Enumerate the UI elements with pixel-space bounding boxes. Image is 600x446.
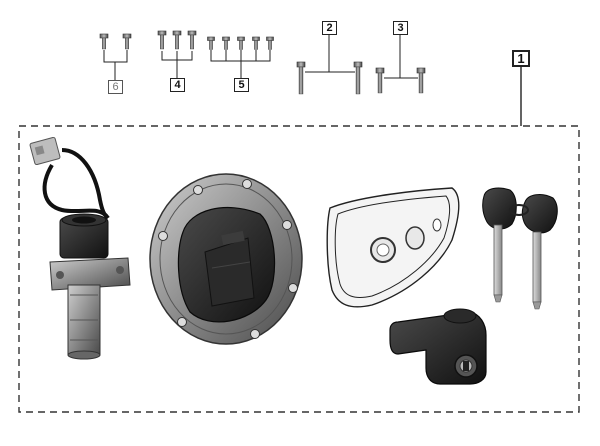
callout-5: 5	[234, 78, 249, 92]
screws-6	[99, 33, 132, 80]
ignition-switch	[29, 136, 131, 360]
callout-1: 1	[512, 50, 530, 67]
callout-6: 6	[108, 80, 123, 94]
keys	[482, 187, 558, 310]
callout-4: 4	[170, 78, 185, 92]
screws-5	[207, 36, 274, 78]
fuel-tank-cap	[149, 173, 303, 345]
bolts-3	[375, 35, 426, 94]
assembly-frame	[18, 125, 580, 413]
seat-lock-gasket	[326, 187, 460, 308]
callout-2: 2	[322, 21, 337, 35]
screws-4	[157, 30, 197, 78]
seat-lock	[389, 308, 487, 385]
callout-3: 3	[393, 21, 408, 35]
bolts-2	[296, 35, 363, 95]
